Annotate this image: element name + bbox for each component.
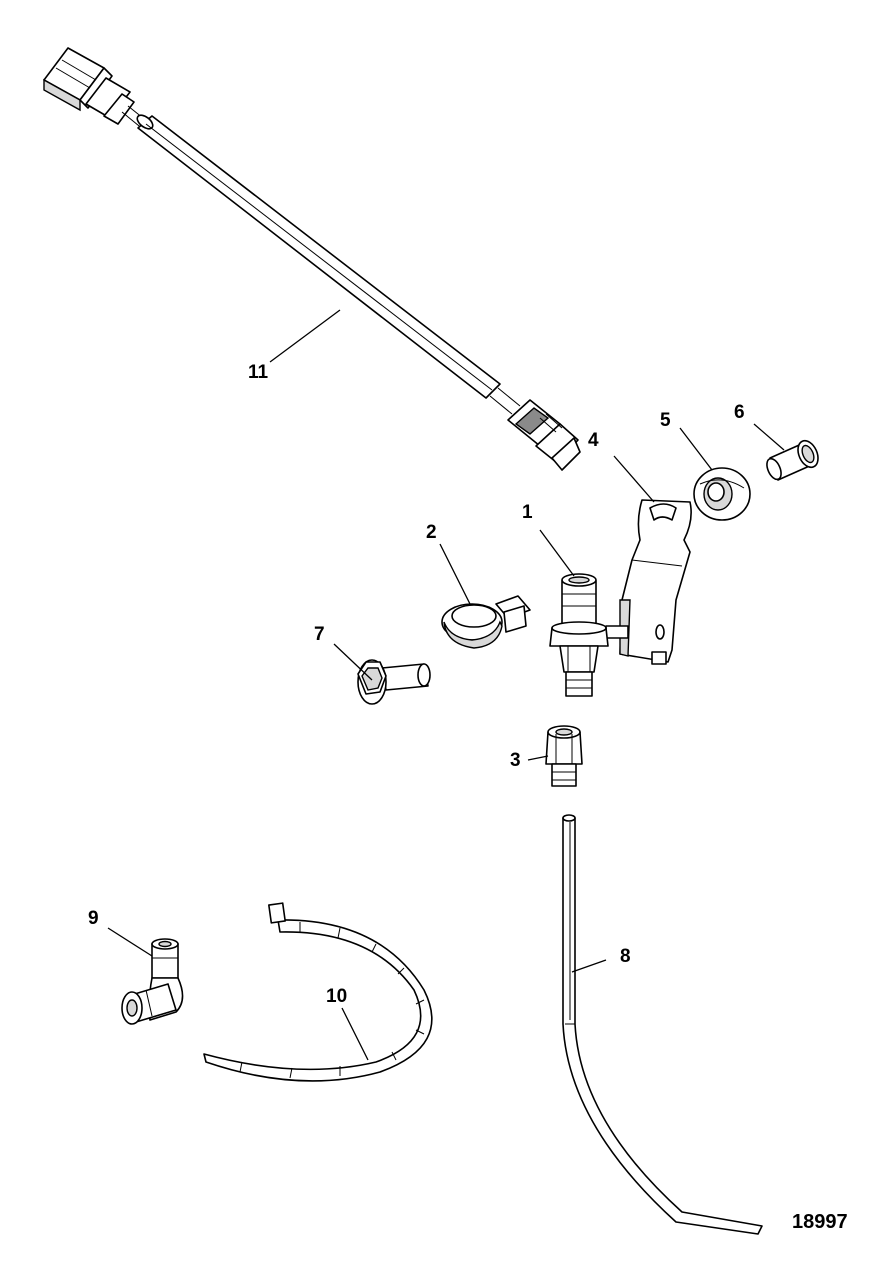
callout-2: 2 — [426, 522, 437, 543]
part-9-elbow[interactable] — [121, 938, 184, 1025]
callout-5: 5 — [660, 410, 671, 431]
figure-number: 18997 — [792, 1211, 848, 1233]
leader-lines — [107, 309, 785, 1061]
callout-4: 4 — [588, 430, 599, 451]
callout-1: 1 — [522, 502, 533, 523]
leader-8 — [571, 959, 607, 973]
part-10-strap[interactable] — [203, 902, 433, 1082]
leader-4 — [613, 455, 655, 503]
part-3-fitting[interactable] — [545, 725, 583, 787]
callout-3: 3 — [510, 750, 521, 771]
leader-5 — [679, 427, 713, 471]
callout-8: 8 — [620, 946, 631, 967]
callout-7: 7 — [314, 624, 325, 645]
callout-11: 11 — [248, 362, 269, 383]
leader-10 — [341, 1007, 369, 1061]
part-8-hose[interactable] — [562, 814, 763, 1235]
leader-1 — [539, 529, 575, 577]
leader-11 — [269, 309, 341, 363]
callout-9: 9 — [88, 908, 99, 929]
callout-6: 6 — [734, 402, 745, 423]
harness-cable — [136, 114, 501, 399]
callout-10: 10 — [326, 986, 347, 1007]
part-1-sensor[interactable] — [549, 573, 609, 697]
part-4-bracket[interactable] — [605, 499, 692, 665]
leader-9 — [107, 927, 153, 957]
harness-bottom-connector — [489, 387, 581, 471]
leader-6 — [753, 423, 785, 451]
part-6-sleeve[interactable] — [764, 438, 822, 482]
callout-labels: 1 2 3 4 5 6 7 8 9 10 11 — [88, 362, 745, 1007]
part-11-wiring-harness[interactable] — [43, 47, 581, 471]
harness-top-connector — [43, 47, 149, 131]
leader-7 — [333, 643, 373, 681]
leader-2 — [439, 543, 471, 605]
part-2-clamp[interactable] — [441, 595, 531, 649]
part-7-bolt[interactable] — [357, 659, 431, 705]
part-5-grommet[interactable] — [693, 467, 751, 521]
leader-3 — [527, 755, 549, 761]
